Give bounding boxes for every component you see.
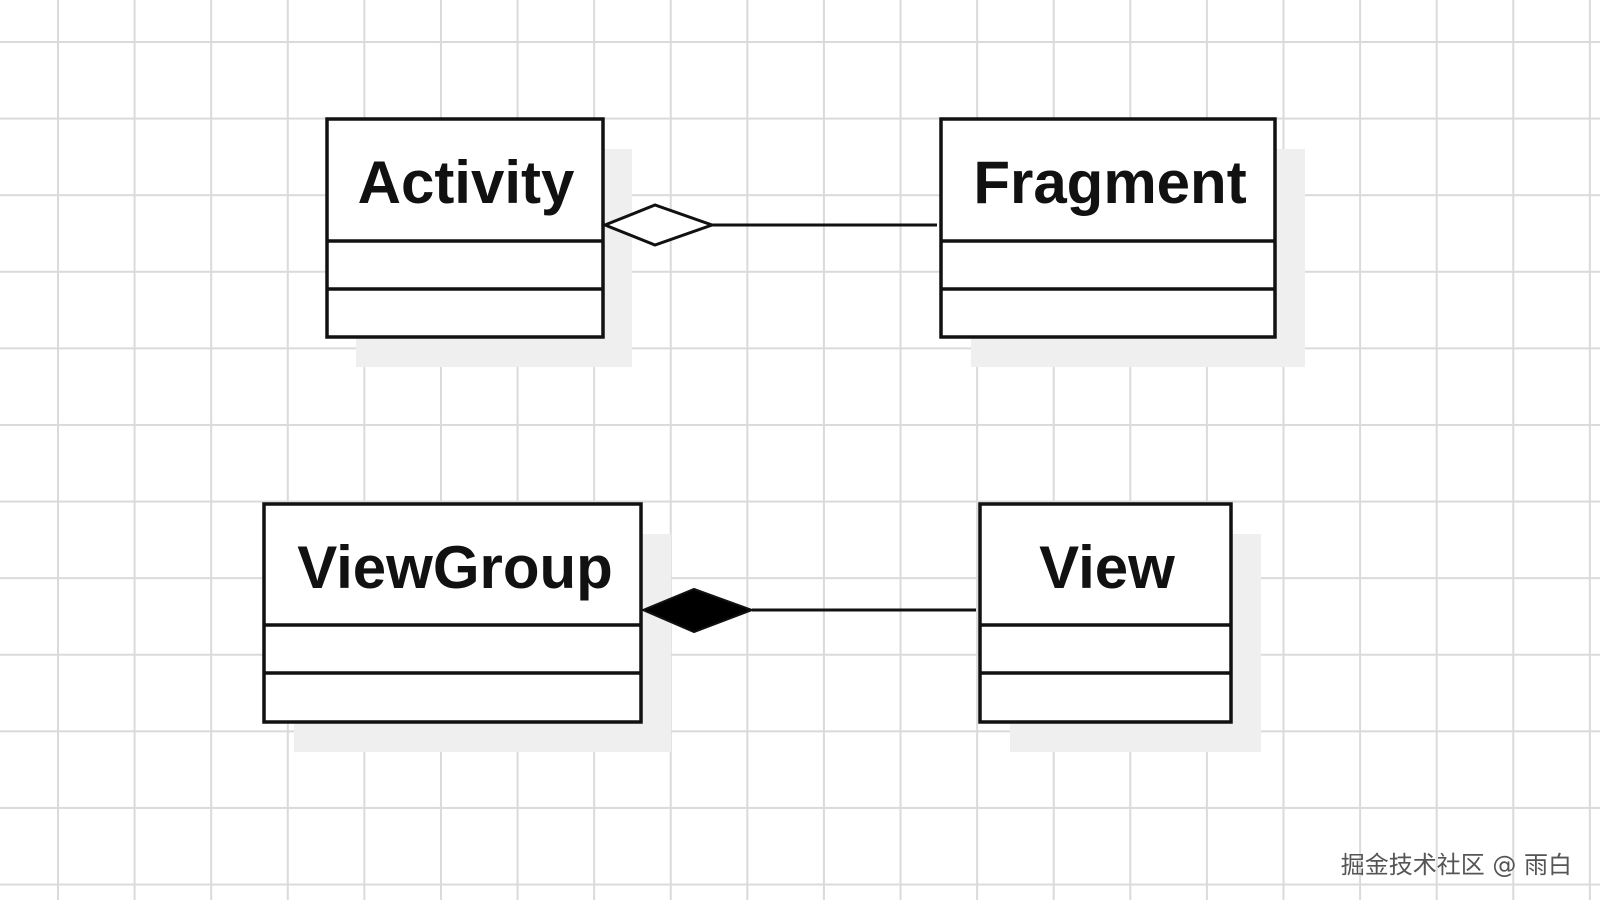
composition-filled-diamond: [640, 587, 755, 634]
class-viewgroup[interactable]: ViewGroup: [262, 502, 671, 752]
class-viewgroup-name: ViewGroup: [297, 534, 613, 601]
class-view-name: View: [1039, 534, 1175, 601]
class-viewgroup-box: [262, 502, 643, 724]
class-fragment-name: Fragment: [973, 149, 1246, 216]
class-fragment[interactable]: Fragment: [939, 117, 1305, 367]
aggregation-hollow-diamond: [600, 203, 717, 247]
class-fragment-box: [939, 117, 1277, 339]
composition-connector[interactable]: [640, 587, 976, 634]
class-activity[interactable]: Activity: [325, 117, 632, 367]
class-activity-name: Activity: [358, 149, 575, 216]
class-activity-box: [325, 117, 605, 339]
watermark-text: 掘金技术社区 @ 雨白: [1340, 851, 1572, 879]
class-view-box: [978, 502, 1233, 724]
aggregation-connector[interactable]: [600, 203, 937, 247]
class-view[interactable]: View: [978, 502, 1261, 752]
